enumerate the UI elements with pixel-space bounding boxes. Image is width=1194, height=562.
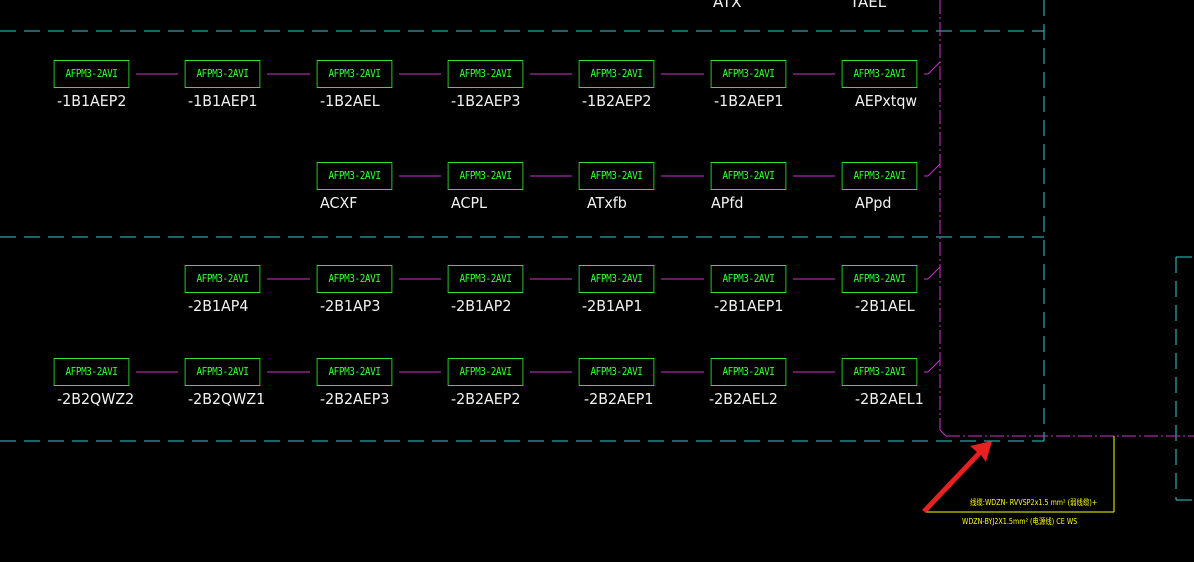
device-label-r3-5: -2B1AEP1 <box>714 297 784 315</box>
device-box-r2-1[interactable]: AFPM3-2AVI <box>316 162 393 190</box>
device-label-r1-1: -1B1AEP2 <box>57 92 127 110</box>
device-box-r4-5[interactable]: AFPM3-2AVI <box>578 358 655 386</box>
riser-tap-line <box>927 359 941 373</box>
device-box-r4-1[interactable]: AFPM3-2AVI <box>53 358 130 386</box>
device-box-r1-1[interactable]: AFPM3-2AVI <box>53 60 130 88</box>
device-label-r4-4: -2B2AEP2 <box>451 390 521 408</box>
device-box-r3-4[interactable]: AFPM3-2AVI <box>578 265 655 293</box>
riser-tap-line <box>927 61 941 75</box>
riser-tap-line <box>927 163 941 177</box>
device-label-r1-2: -1B1AEP1 <box>188 92 258 110</box>
device-box-r2-2[interactable]: AFPM3-2AVI <box>447 162 524 190</box>
device-box-r3-6[interactable]: AFPM3-2AVI <box>841 265 918 293</box>
device-label-r4-6: -2B2AEL2 <box>709 390 778 408</box>
device-label-r4-5: -2B2AEP1 <box>584 390 654 408</box>
device-box-r2-5[interactable]: AFPM3-2AVI <box>841 162 918 190</box>
device-box-r3-5[interactable]: AFPM3-2AVI <box>710 265 787 293</box>
device-label-r2-1: ACXF <box>320 194 358 212</box>
device-label-r4-1: -2B2QWZ2 <box>57 390 135 408</box>
annotation-arrow-icon <box>922 441 992 513</box>
device-label-r1-5: -1B2AEP2 <box>582 92 652 110</box>
device-box-r4-4[interactable]: AFPM3-2AVI <box>447 358 524 386</box>
device-box-r1-4[interactable]: AFPM3-2AVI <box>447 60 524 88</box>
device-label-r2-3: ATxfb <box>587 194 627 212</box>
device-box-r2-4[interactable]: AFPM3-2AVI <box>710 162 787 190</box>
device-box-r1-6[interactable]: AFPM3-2AVI <box>710 60 787 88</box>
top-label-tael: TAEL <box>850 0 887 11</box>
device-label-r3-3: -2B1AP2 <box>451 297 512 315</box>
device-box-r4-6[interactable]: AFPM3-2AVI <box>710 358 787 386</box>
device-label-r4-7: -2B2AEL1 <box>855 390 924 408</box>
riser-bus-corner <box>939 429 947 437</box>
device-box-r1-2[interactable]: AFPM3-2AVI <box>184 60 261 88</box>
device-label-r3-2: -2B1AP3 <box>320 297 381 315</box>
cable-note-line2: WDZN-BYJ2X1.5mm² (电源线) CE WS <box>962 517 1078 526</box>
device-label-r1-4: -1B2AEP3 <box>451 92 521 110</box>
device-label-r1-7: AEPxtqw <box>855 92 918 110</box>
device-box-r3-2[interactable]: AFPM3-2AVI <box>316 265 393 293</box>
top-label-atx: ATX <box>713 0 742 11</box>
device-box-r1-3[interactable]: AFPM3-2AVI <box>316 60 393 88</box>
cable-note-line1: 线缆:WDZN- RVVSP2x1.5 mm² (弱线缆)+ <box>970 498 1098 507</box>
device-box-r3-3[interactable]: AFPM3-2AVI <box>447 265 524 293</box>
device-box-r4-2[interactable]: AFPM3-2AVI <box>184 358 261 386</box>
device-box-r1-5[interactable]: AFPM3-2AVI <box>578 60 655 88</box>
device-box-r4-7[interactable]: AFPM3-2AVI <box>841 358 918 386</box>
device-label-r4-3: -2B2AEP3 <box>320 390 390 408</box>
device-label-r2-4: APfd <box>711 194 744 212</box>
device-label-r3-6: -2B1AEL <box>855 297 915 315</box>
device-label-r2-2: ACPL <box>451 194 487 212</box>
device-box-r3-1[interactable]: AFPM3-2AVI <box>184 265 261 293</box>
riser-tap-line <box>927 266 941 280</box>
device-box-r1-7[interactable]: AFPM3-2AVI <box>841 60 918 88</box>
device-label-r1-3: -1B2AEL <box>320 92 380 110</box>
device-box-r4-3[interactable]: AFPM3-2AVI <box>316 358 393 386</box>
device-label-r4-2: -2B2QWZ1 <box>188 390 266 408</box>
device-label-r1-6: -1B2AEP1 <box>714 92 784 110</box>
device-label-r2-5: APpd <box>855 194 892 212</box>
device-label-r3-1: -2B1AP4 <box>188 297 249 315</box>
device-label-r3-4: -2B1AP1 <box>582 297 643 315</box>
device-box-r2-3[interactable]: AFPM3-2AVI <box>578 162 655 190</box>
